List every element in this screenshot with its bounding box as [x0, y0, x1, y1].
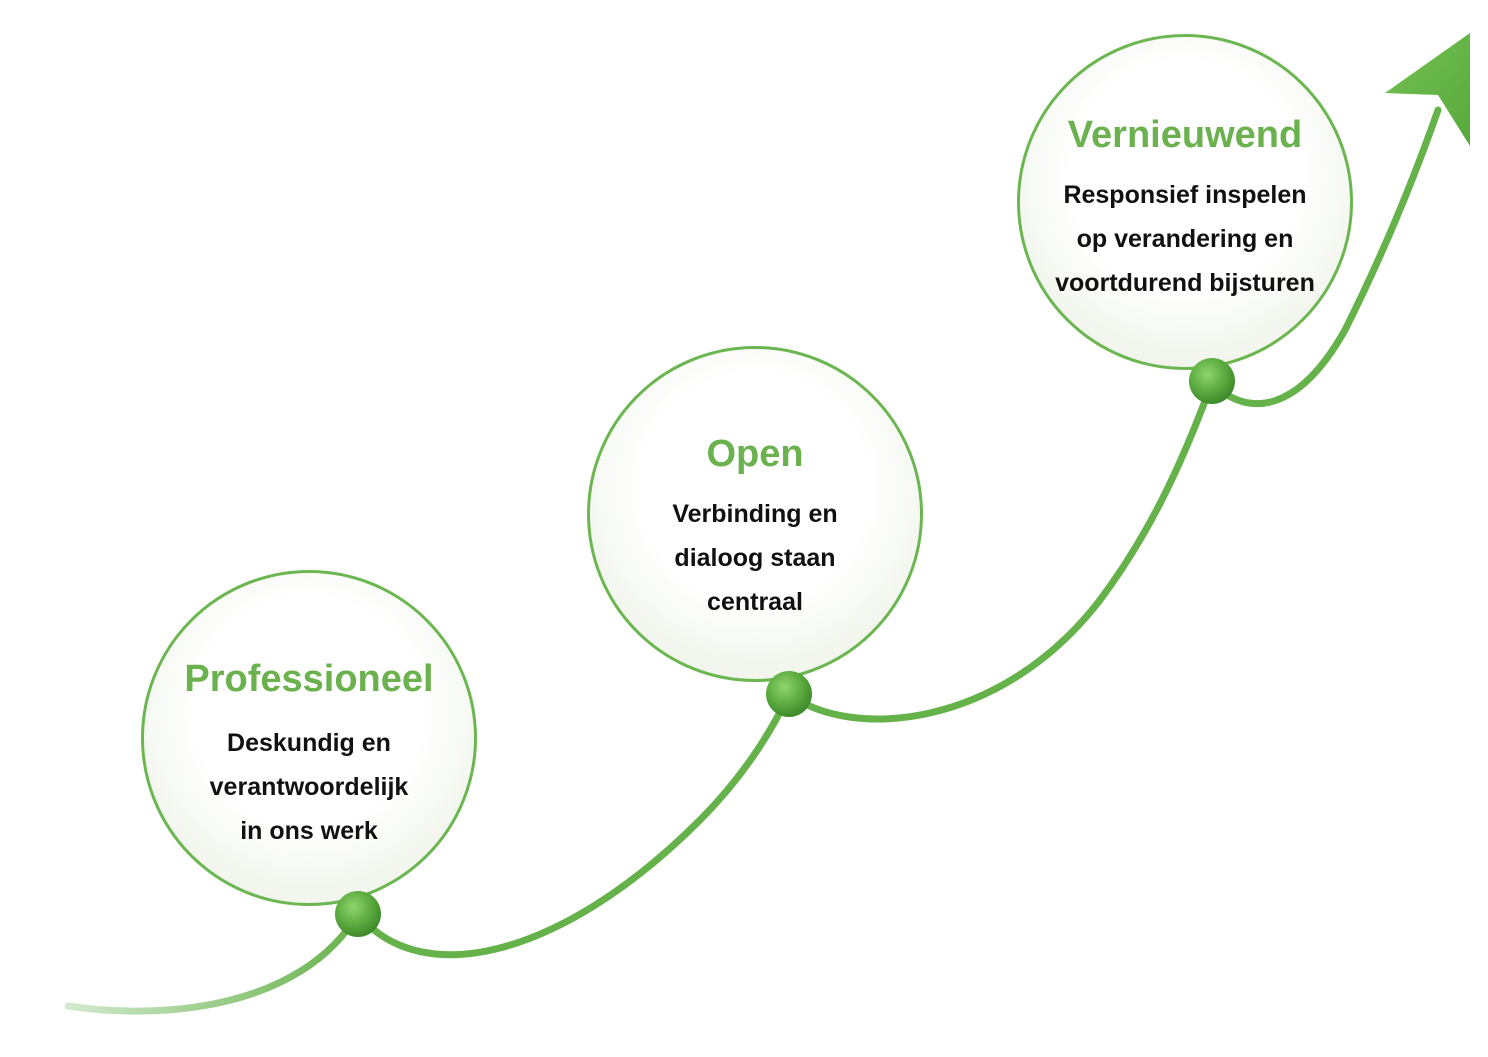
value-circle-open: Open Verbinding en dialoog staan centraa…	[587, 346, 923, 682]
arrow-head-icon	[1385, 33, 1470, 146]
value-description: Deskundig en verantwoordelijk in ons wer…	[209, 729, 409, 845]
value-description: Verbinding en dialoog staan centraal	[672, 500, 838, 616]
value-circle-vernieuwend: Vernieuwend Responsief inspelen op veran…	[1017, 34, 1353, 370]
value-title: Professioneel	[184, 658, 434, 700]
value-description: Responsief inspelen op verandering en vo…	[1055, 181, 1315, 297]
value-circle-professioneel: Professioneel Deskundig en verantwoordel…	[141, 570, 477, 906]
curve-tail	[64, 910, 362, 1015]
value-title: Open	[706, 433, 804, 475]
growth-curve	[354, 106, 1442, 959]
value-title: Vernieuwend	[1067, 114, 1303, 156]
